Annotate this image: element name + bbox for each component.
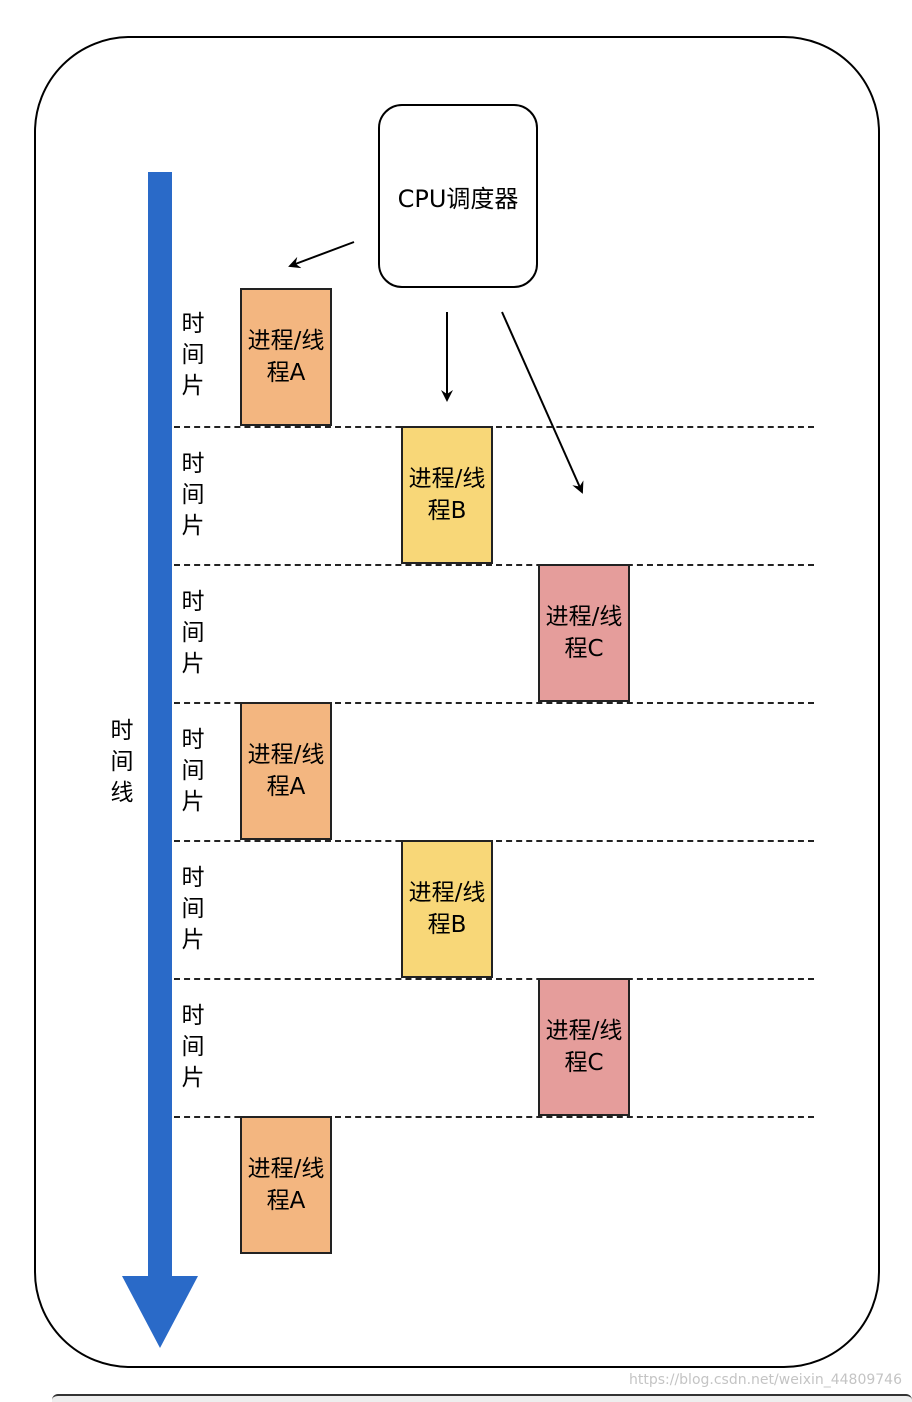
cpu-scheduler-box: CPU调度器: [378, 104, 538, 288]
process-block-label: 进程/线程A: [247, 742, 325, 800]
slice-divider: [174, 702, 814, 704]
cpu-scheduler-label: CPU调度器: [397, 184, 519, 213]
slice-divider: [174, 426, 814, 428]
process-block-label: 进程/线程C: [545, 1018, 623, 1076]
process-block-b: 进程/线程B: [401, 840, 493, 978]
time-slice-label: 时间片: [181, 865, 205, 953]
timeline-bar: [148, 172, 172, 1282]
timeline-arrow-head: [122, 1276, 198, 1348]
time-slice-label: 时间片: [181, 311, 205, 399]
slice-divider: [174, 564, 814, 566]
process-block-label: 进程/线程B: [408, 466, 486, 524]
slice-divider: [174, 978, 814, 980]
process-block-c: 进程/线程C: [538, 564, 630, 702]
slice-divider: [174, 1116, 814, 1118]
process-block-label: 进程/线程A: [247, 328, 325, 386]
process-block-label: 进程/线程B: [408, 880, 486, 938]
process-block-a: 进程/线程A: [240, 288, 332, 426]
timeline-label: 时间线: [110, 718, 134, 806]
process-block-a: 进程/线程A: [240, 1116, 332, 1254]
process-block-label: 进程/线程C: [545, 604, 623, 662]
process-block-a: 进程/线程A: [240, 702, 332, 840]
time-slice-label: 时间片: [181, 451, 205, 539]
process-block-label: 进程/线程A: [247, 1156, 325, 1214]
time-slice-label: 时间片: [181, 1003, 205, 1091]
watermark: https://blog.csdn.net/weixin_44809746: [628, 1372, 902, 1388]
bottom-edge: [52, 1394, 912, 1402]
process-block-c: 进程/线程C: [538, 978, 630, 1116]
slice-divider: [174, 840, 814, 842]
time-slice-label: 时间片: [181, 589, 205, 677]
time-slice-label: 时间片: [181, 727, 205, 815]
process-block-b: 进程/线程B: [401, 426, 493, 564]
